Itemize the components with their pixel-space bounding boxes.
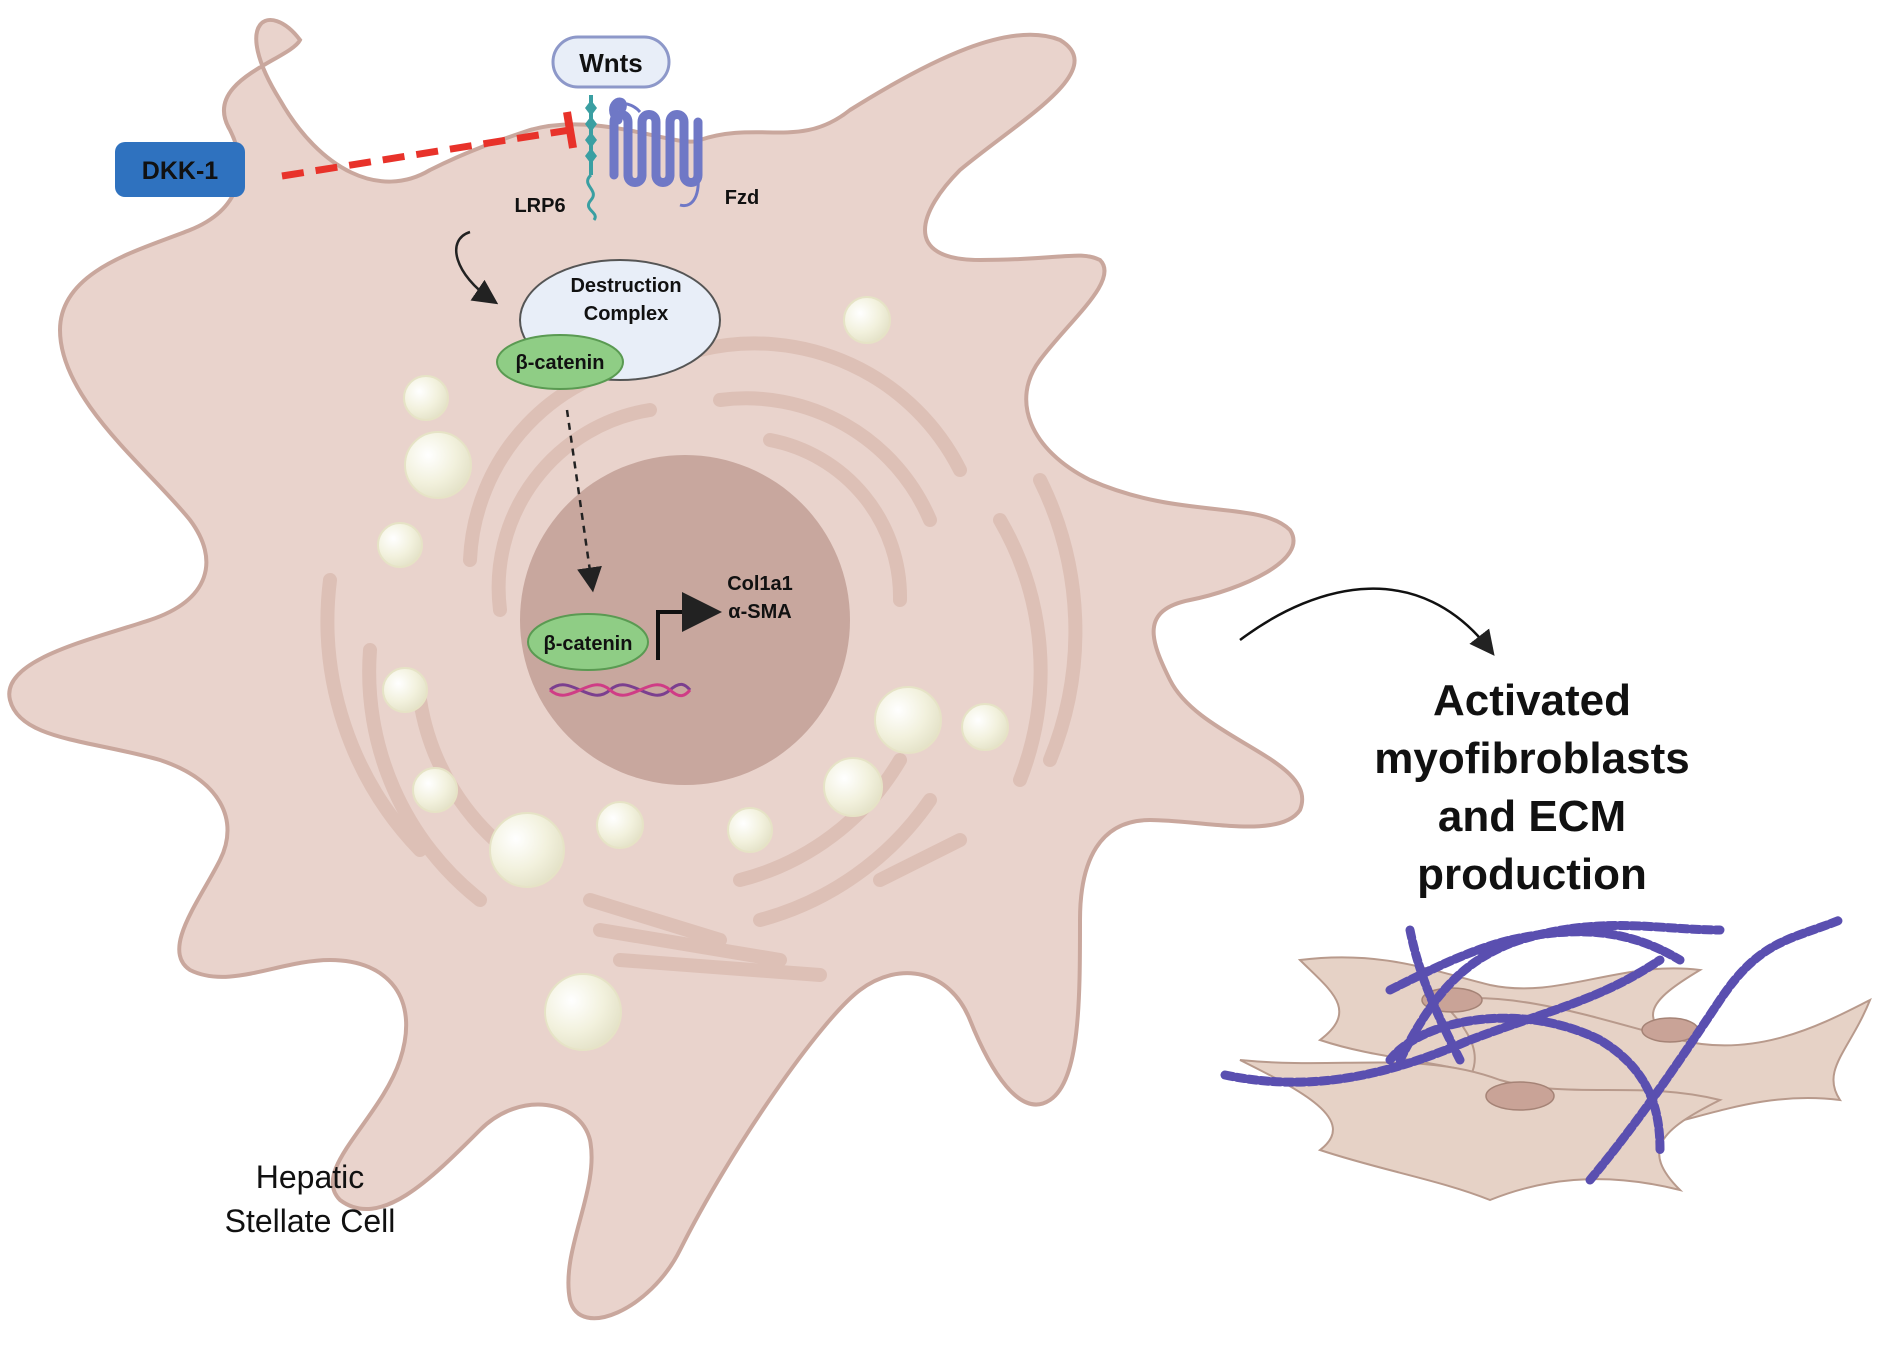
outcome-label-3: and ECM <box>1438 792 1626 841</box>
dkk1-box <box>115 142 245 197</box>
beta-catenin-cytoplasm-label: β-catenin <box>516 352 605 374</box>
lrp6-label: LRP6 <box>514 195 565 217</box>
dna-helix-icon <box>548 682 692 698</box>
beta-catenin-nucleus-label: β-catenin <box>544 633 633 655</box>
cell-name-label-1: Hepatic <box>256 1159 365 1195</box>
inhibition-bar <box>563 111 577 149</box>
outcome-label-1: Activated <box>1433 676 1631 725</box>
fzd-receptor-ext <box>612 102 642 121</box>
fzd-receptor-tail <box>679 174 700 208</box>
transcription-arrow <box>656 592 722 660</box>
fzd-receptor-icon <box>609 97 703 187</box>
dkk1-label: DKK-1 <box>142 157 218 185</box>
endoplasmic-reticulum <box>320 336 1083 982</box>
wnts-ligand-box <box>551 35 671 89</box>
wnts-label: Wnts <box>579 48 643 78</box>
signal-arrow-to-complex <box>454 230 499 305</box>
dkk1-inhibition-line <box>281 126 571 180</box>
beta-catenin-cytoplasm <box>496 334 624 390</box>
destruction-complex-label-2: Complex <box>584 303 668 325</box>
beta-catenin-nucleus <box>527 613 649 671</box>
outcome-label-2: myofibroblasts <box>1374 734 1689 783</box>
gene-asma-label: α-SMA <box>728 601 791 623</box>
outcome-label-4: production <box>1417 850 1647 899</box>
collagen-fibers <box>1220 915 1845 1185</box>
outcome-arrow <box>1239 587 1495 656</box>
destruction-complex-label-1: Destruction <box>570 275 681 297</box>
gene-col1a1-label: Col1a1 <box>727 573 793 595</box>
lipid-vesicles <box>377 296 1009 1051</box>
lrp6-receptor-icon <box>585 95 597 221</box>
cell-name-label-2: Stellate Cell <box>225 1203 396 1239</box>
translocation-arrow <box>565 409 602 593</box>
fzd-label: Fzd <box>725 187 759 209</box>
